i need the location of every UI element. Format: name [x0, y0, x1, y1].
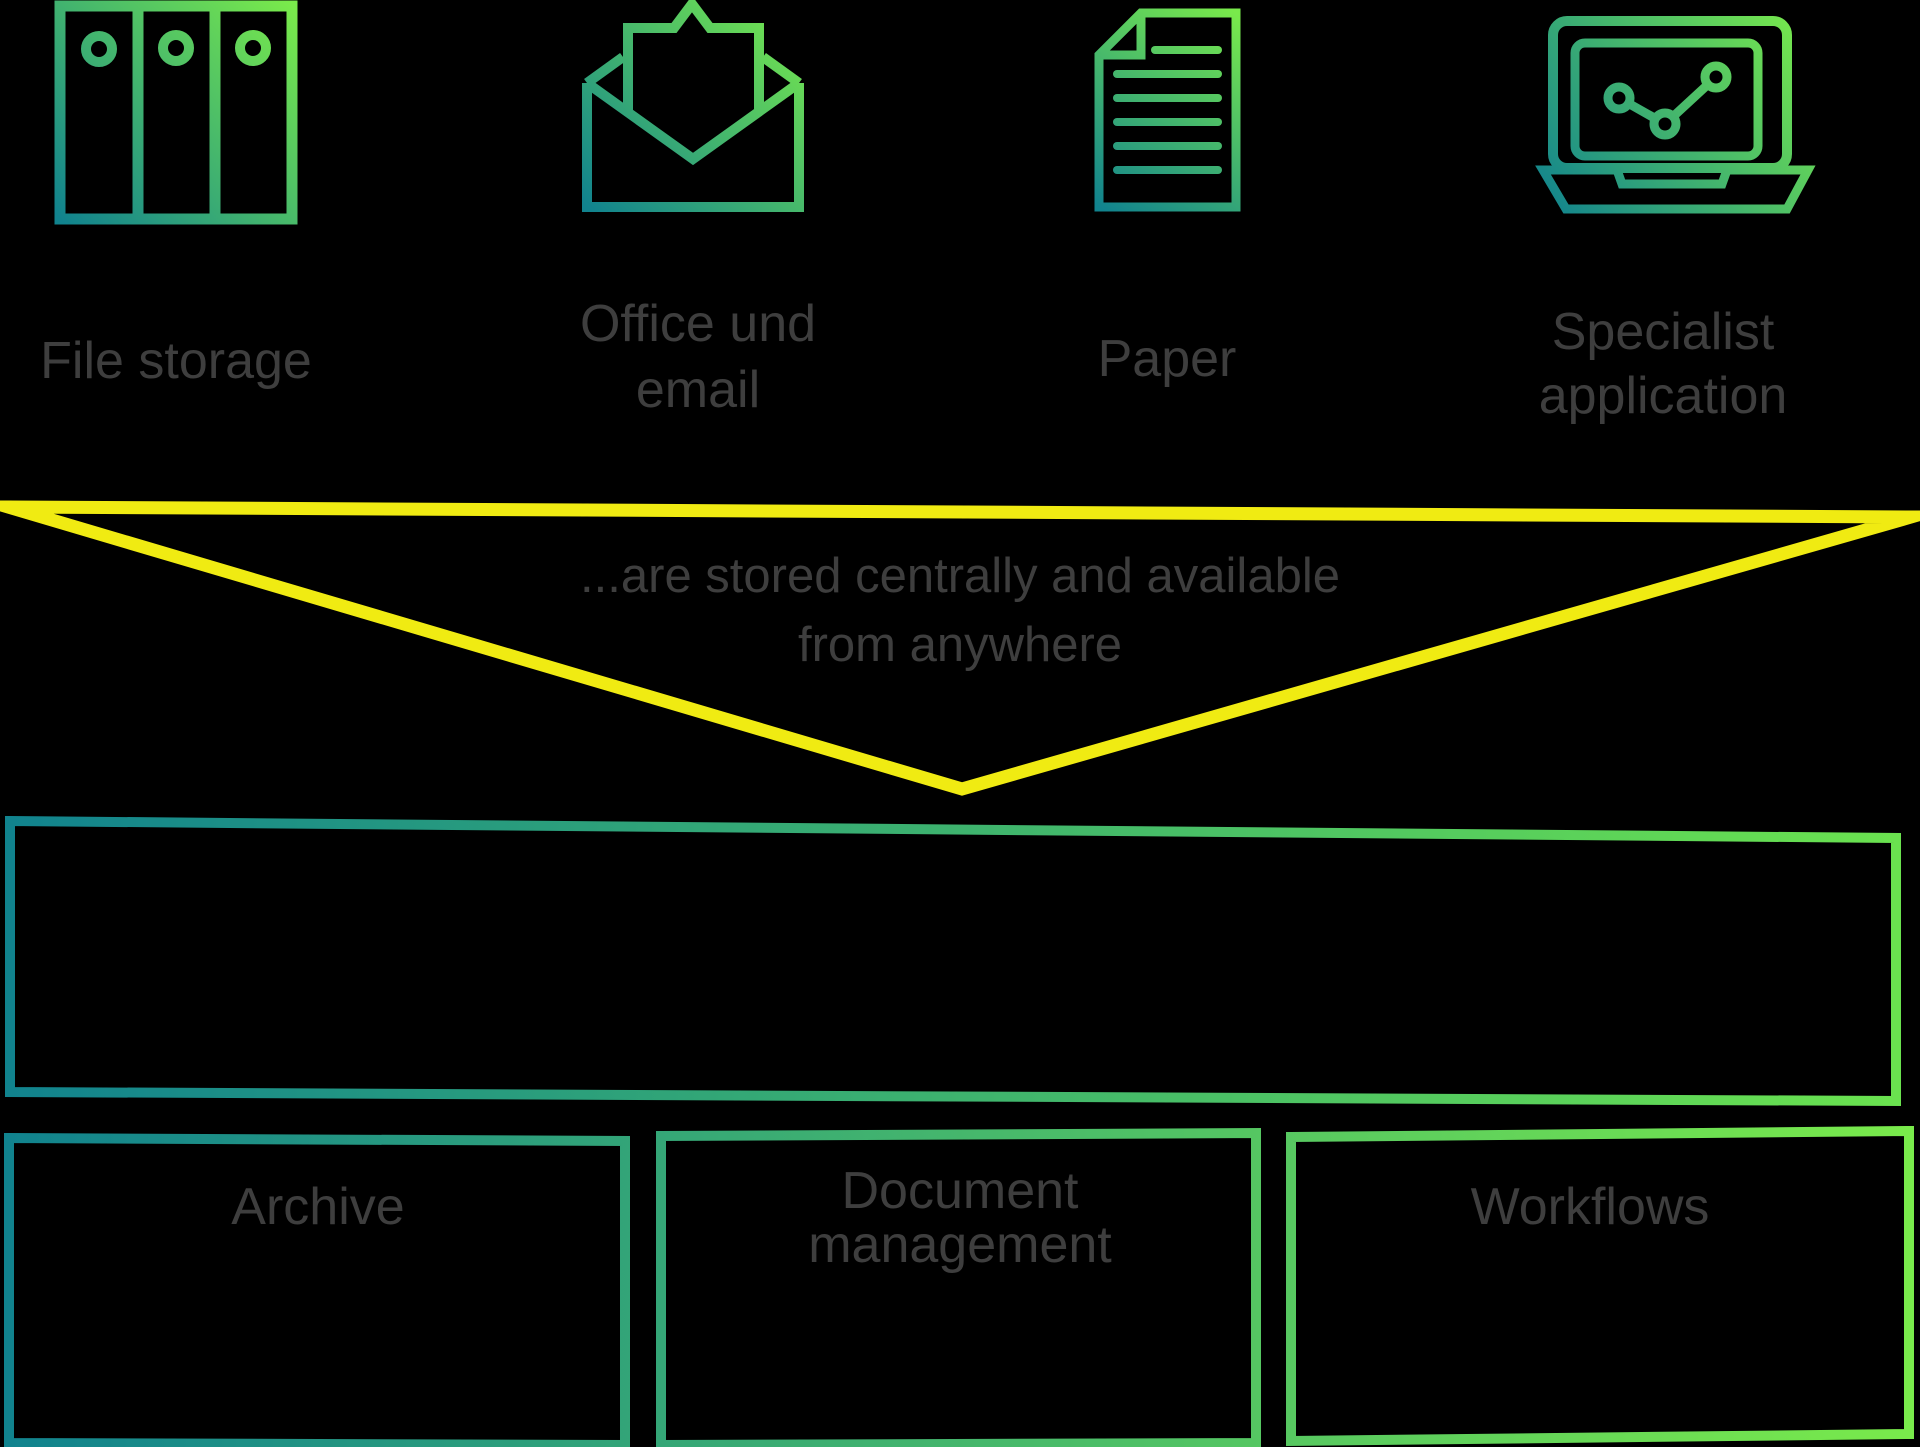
laptop-screen-outer: [1548, 16, 1792, 173]
file-storage-label: File storage: [40, 332, 312, 390]
binders-outline: [54, 0, 298, 225]
envelope-back-flap-left: [584, 52, 626, 88]
chart-point: [1700, 61, 1732, 93]
envelope-back-flap-right: [760, 52, 802, 88]
laptop-chart-icon: [1535, 16, 1816, 214]
envelope-front-flap: [584, 78, 802, 166]
paper-label: Paper: [1097, 330, 1237, 388]
specialist-application-label: Specialist application: [1538, 303, 1788, 425]
module-box-workflows: [1286, 1125, 1914, 1447]
binder-ring: [235, 30, 271, 66]
paper-document-icon: [1094, 8, 1241, 212]
envelope-letter: [623, 0, 764, 110]
laptop-screen-inner: [1570, 38, 1763, 161]
paper-outline: [1094, 8, 1241, 212]
open-envelope-icon: [582, 0, 804, 212]
chart-point: [1603, 82, 1635, 114]
workflows-label: Workflows: [1470, 1178, 1710, 1236]
laptop-base: [1535, 165, 1816, 214]
central-storage-box: [5, 815, 1901, 1107]
funnel-text: ...are stored centrally and available fr…: [580, 549, 1340, 672]
binders-icon: [54, 0, 298, 225]
binder-ring: [81, 31, 117, 67]
funnel-triangle: [0, 500, 1920, 796]
archive-label: Archive: [231, 1178, 405, 1236]
office-email-label: Office und email: [579, 295, 817, 419]
module-box-document-management: [656, 1127, 1261, 1447]
envelope-body: [582, 83, 804, 212]
module-box-archive: [4, 1132, 630, 1447]
binder-ring: [158, 30, 194, 66]
document-management-label: Document management: [808, 1162, 1112, 1274]
paper-dogear: [1099, 13, 1146, 60]
chart-point: [1649, 108, 1681, 140]
